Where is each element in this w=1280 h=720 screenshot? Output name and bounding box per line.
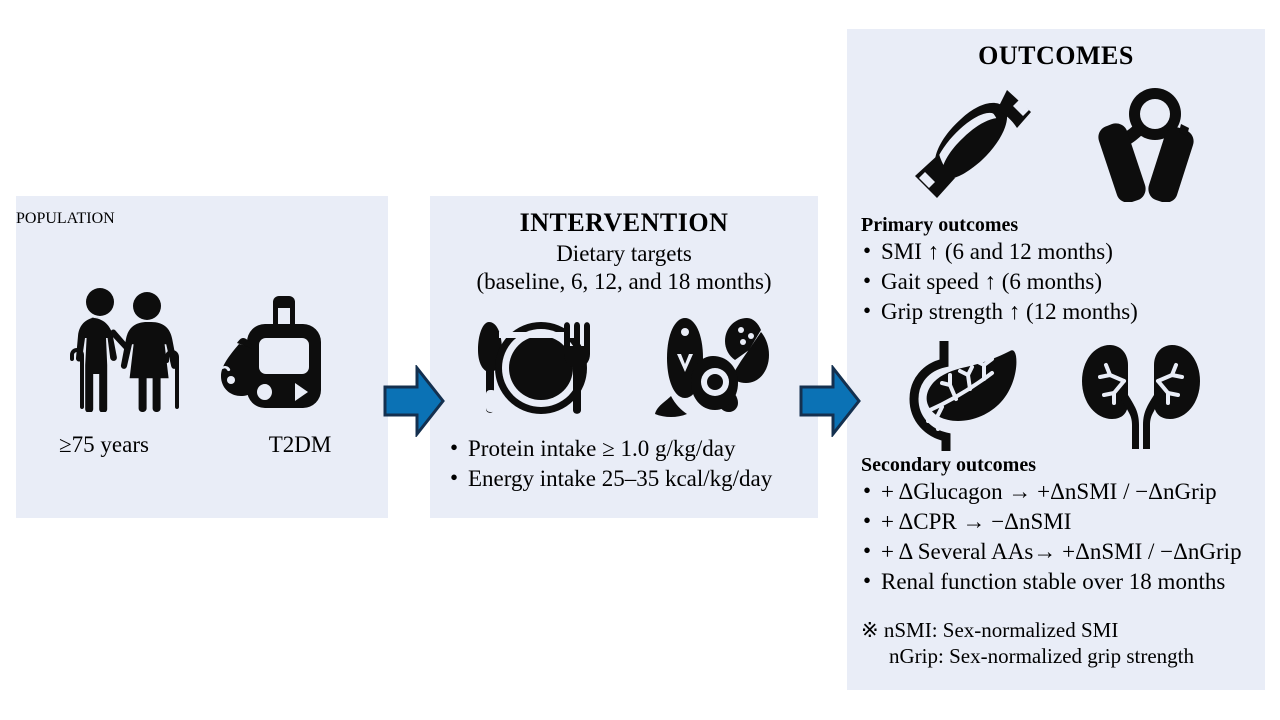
arrow-intervention-to-outcomes xyxy=(799,365,861,437)
protein-foods-icon xyxy=(655,316,775,420)
intervention-title: INTERVENTION xyxy=(519,208,729,237)
intervention-subtitle-line1: Dietary targets xyxy=(556,241,692,266)
outcomes-primary-icon-row xyxy=(847,82,1265,202)
primary-outcomes-heading: Primary outcomes xyxy=(861,214,1019,236)
population-caption-t2dm: T2DM xyxy=(268,432,332,457)
plate-cutlery-icon xyxy=(473,316,609,420)
primary-outcomes-list: SMI ↑ (6 and 12 months) Gait speed ↑ (6 … xyxy=(861,236,1138,327)
muscle-fiber-icon xyxy=(907,84,1039,202)
outcomes-title: OUTCOMES xyxy=(978,41,1134,70)
intervention-subtitle-line2: (baseline, 6, 12, and 18 months) xyxy=(476,269,772,294)
primary-outcome-smi: SMI ↑ (6 and 12 months) xyxy=(861,236,1138,267)
outcomes-panel: OUTCOMES xyxy=(847,29,1265,690)
arrow-population-to-intervention xyxy=(383,365,445,437)
intervention-bullet-energy: Energy intake 25–35 kcal/kg/day xyxy=(448,463,772,494)
pancreas-icon xyxy=(906,341,1036,451)
intervention-bullet-protein: Protein intake ≥ 1.0 g/kg/day xyxy=(448,433,772,464)
population-title: POPULATION xyxy=(16,210,115,227)
outcomes-footnote: ※ nSMI: Sex-normalized SMI nGrip: Sex-no… xyxy=(861,617,1194,670)
intervention-panel: INTERVENTION Dietary targets (baseline, … xyxy=(430,196,818,518)
population-caption-age: ≥75 years xyxy=(59,432,149,457)
footnote-ngrip: nGrip: Sex-normalized grip strength xyxy=(889,644,1195,669)
secondary-outcome-amino-acids: + Δ Several AAs→ +ΔnSMI / −ΔnGrip xyxy=(861,536,1242,567)
secondary-outcomes-list: + ΔGlucagon → +ΔnSMI / −ΔnGrip + ΔCPR → … xyxy=(861,476,1242,597)
secondary-outcome-renal-function: Renal function stable over 18 months xyxy=(861,566,1242,597)
footnote-nsmi: ※ nSMI: Sex-normalized SMI xyxy=(861,618,1119,642)
kidneys-icon xyxy=(1076,341,1206,451)
hand-grip-icon xyxy=(1081,84,1205,202)
secondary-outcome-glucagon: + ΔGlucagon → +ΔnSMI / −ΔnGrip xyxy=(861,476,1242,507)
secondary-outcome-cpr: + ΔCPR → −ΔnSMI xyxy=(861,506,1242,537)
secondary-outcomes-heading: Secondary outcomes xyxy=(861,454,1036,476)
population-panel: POPULATION xyxy=(16,196,388,518)
glucose-meter-icon xyxy=(221,286,339,412)
intervention-icon-row xyxy=(430,310,818,420)
primary-outcome-grip-strength: Grip strength ↑ (12 months) xyxy=(861,296,1138,327)
population-icon-row xyxy=(16,282,388,412)
elderly-couple-icon xyxy=(65,286,187,412)
outcomes-secondary-icon-row xyxy=(847,341,1265,451)
population-captions: ≥75 years T2DM xyxy=(16,432,388,458)
primary-outcome-gait-speed: Gait speed ↑ (6 months) xyxy=(861,266,1138,297)
intervention-bullet-list: Protein intake ≥ 1.0 g/kg/day Energy int… xyxy=(448,433,772,494)
